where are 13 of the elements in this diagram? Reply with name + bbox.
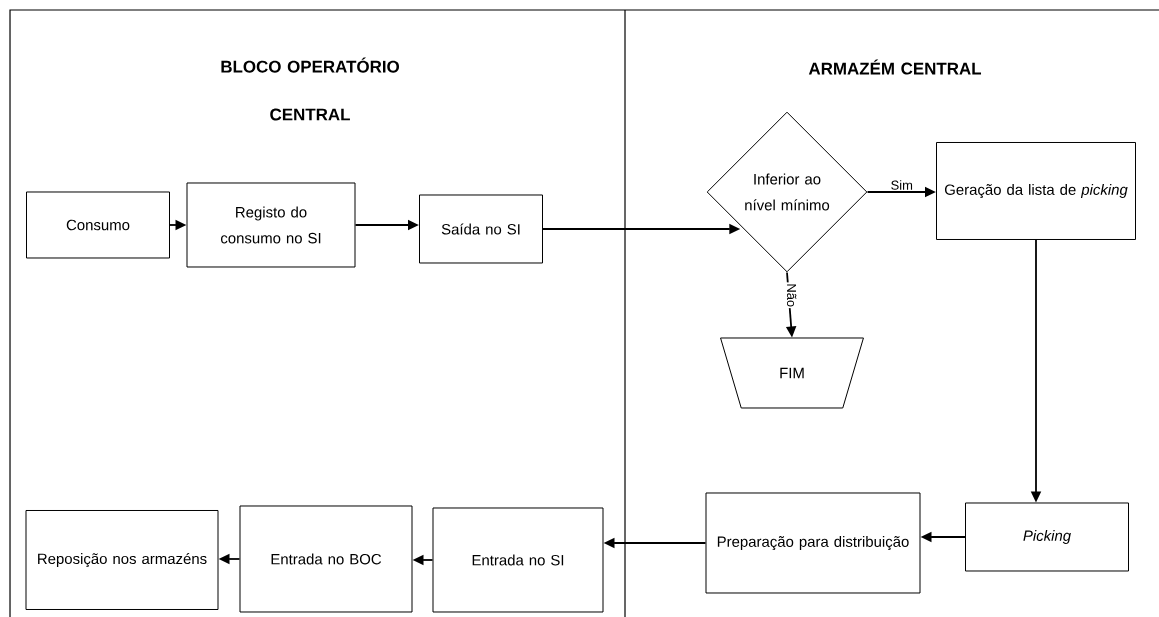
lane-heading: BLOCO OPERATÓRIO CENTRAL — [221, 57, 399, 121]
edge-label: Não — [786, 284, 797, 307]
process-box: Consumo — [26, 191, 170, 259]
edge-label: Sim — [891, 180, 913, 190]
process-box: Saída no SI — [419, 194, 543, 264]
process-box: Geração da lista de picking — [936, 142, 1136, 240]
process-box: Registo do consumo no SI — [186, 182, 356, 268]
process-box: Entrada no BOC — [239, 505, 413, 613]
lane-heading: ARMAZÉM CENTRAL — [808, 59, 981, 75]
process-box: Preparação para distribuição — [705, 492, 921, 594]
process-box: Reposição nos armazéns — [25, 510, 219, 610]
process-box: Entrada no SI — [432, 507, 604, 613]
process-box: Picking — [965, 502, 1129, 572]
